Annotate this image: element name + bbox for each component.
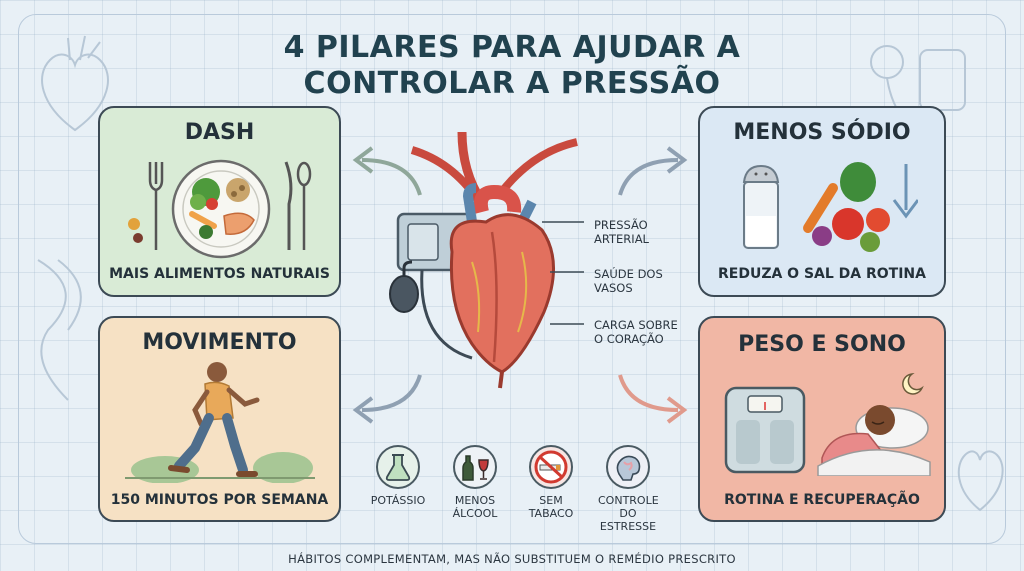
card-movimento: MOVIMENTO 150 MINUTOS POR SEMANA bbox=[98, 316, 341, 522]
extra-potassio: POTÁSSIO bbox=[368, 444, 428, 507]
arrow-to-peso-icon bbox=[618, 374, 688, 424]
card-peso-caption: ROTINA E RECUPERAÇÃO bbox=[724, 492, 920, 508]
flask-icon bbox=[376, 445, 420, 489]
footer-disclaimer: HÁBITOS COMPLEMENTAM, MAS NÃO SUBSTITUEM… bbox=[288, 552, 736, 566]
card-sodio: MENOS SÓDIO REDUZA O SAL DA ROTINA bbox=[698, 106, 946, 297]
plate-icon bbox=[128, 159, 312, 259]
card-peso-title: PESO E SONO bbox=[738, 332, 906, 357]
card-movimento-caption: 150 MINUTOS POR SEMANA bbox=[110, 492, 329, 508]
vessel-outline-decoration-icon bbox=[37, 259, 82, 401]
title-line-1: 4 PILARES PARA AJUDAR A bbox=[283, 30, 741, 65]
card-dash-title: DASH bbox=[184, 120, 255, 145]
card-sodio-caption: REDUZA O SAL DA ROTINA bbox=[717, 266, 926, 282]
no-smoking-icon bbox=[529, 445, 573, 489]
leader-lines bbox=[542, 221, 584, 325]
card-dash-caption: MAIS ALIMENTOS NATURAIS bbox=[109, 266, 330, 282]
salt-shaker-icon bbox=[742, 162, 918, 252]
page-title: 4 PILARES PARA AJUDAR A CONTROLAR A PRES… bbox=[262, 30, 762, 102]
card-dash: DASH MAIS ALIMENTOS NATURAIS bbox=[98, 106, 341, 297]
title-line-2: CONTROLAR A PRESSÃO bbox=[303, 66, 721, 101]
card-sodio-title: MENOS SÓDIO bbox=[733, 120, 911, 145]
wine-icon bbox=[453, 445, 497, 489]
heart-illustration-icon bbox=[389, 132, 578, 389]
heart-outline-decoration-icon bbox=[41, 35, 109, 132]
brain-icon bbox=[606, 445, 650, 489]
card-movimento-title: MOVIMENTO bbox=[142, 330, 297, 355]
arrow-to-dash-icon bbox=[352, 146, 422, 196]
scale-sleep-icon bbox=[724, 373, 931, 476]
heart-outline-decoration-right-icon bbox=[957, 450, 1004, 512]
arrow-to-movimento-icon bbox=[352, 374, 422, 424]
outer-frame bbox=[18, 14, 1006, 544]
card-peso-sono: PESO E SONO ROTINA E RECUPERAÇÃO bbox=[698, 316, 946, 522]
arrow-to-sodio-icon bbox=[618, 146, 688, 196]
walking-person-icon bbox=[125, 362, 315, 483]
